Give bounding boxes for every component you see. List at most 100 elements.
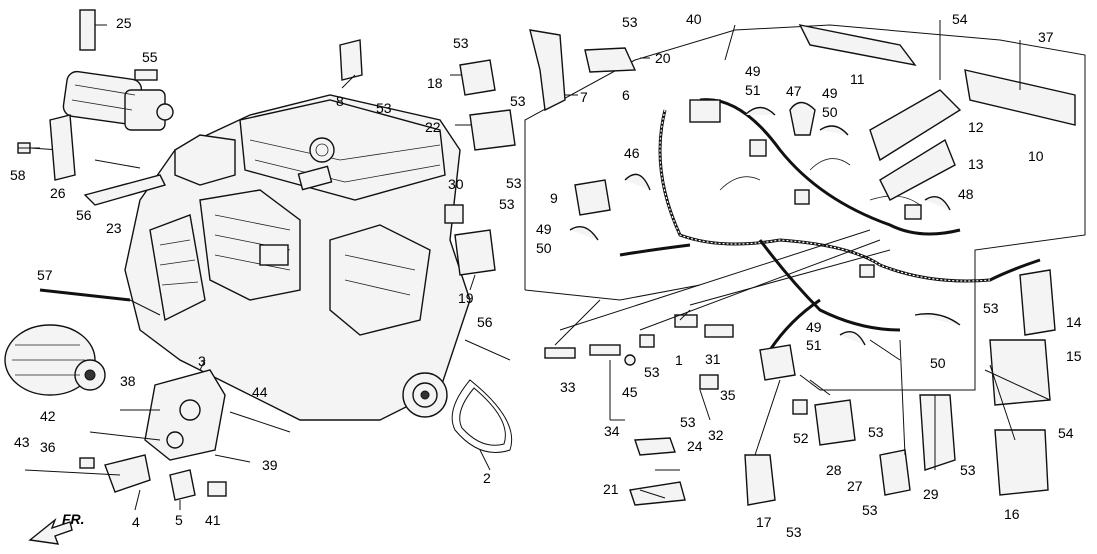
nut-41 xyxy=(207,481,227,497)
callout-51-lower: 51 xyxy=(806,337,822,353)
bracket-14 xyxy=(1019,269,1056,336)
callout-53-k: 53 xyxy=(786,524,802,540)
fuel-rail-11 xyxy=(798,24,917,67)
clamp-46 xyxy=(624,173,651,191)
bracket-26 xyxy=(49,114,76,181)
leader-lines xyxy=(18,20,1051,511)
clamp-49-51-top xyxy=(744,106,776,116)
callout-44: 44 xyxy=(252,384,268,400)
callout-26: 26 xyxy=(50,185,66,201)
callout-53-d: 53 xyxy=(510,93,526,109)
cover-20 xyxy=(584,47,637,73)
engine-mount-bracket xyxy=(104,369,226,501)
engine-block xyxy=(124,94,471,421)
callout-50-left: 50 xyxy=(536,240,552,256)
cover-12 xyxy=(869,89,962,162)
sensor-34 xyxy=(589,344,621,356)
callout-57: 57 xyxy=(37,267,53,283)
callout-17: 17 xyxy=(756,514,772,530)
callout-54-a: 54 xyxy=(952,11,968,27)
bolt-43 xyxy=(24,469,121,476)
fuel-rail-10 xyxy=(964,69,1076,126)
bolt-55 xyxy=(134,69,158,81)
drive-belt xyxy=(451,379,513,453)
callout-45: 45 xyxy=(622,384,638,400)
alternator xyxy=(4,324,106,396)
bracket-29 xyxy=(919,394,956,471)
callout-7: 7 xyxy=(580,89,588,105)
callout-9: 9 xyxy=(550,190,558,206)
callout-53-b: 53 xyxy=(453,35,469,51)
clamp-24 xyxy=(634,437,676,456)
callout-24: 24 xyxy=(687,438,703,454)
callout-21: 21 xyxy=(603,481,619,497)
callout-31: 31 xyxy=(705,351,721,367)
nut-52 xyxy=(792,399,808,415)
sensor-9 xyxy=(574,179,611,216)
callout-56-b: 56 xyxy=(477,314,493,330)
callout-20: 20 xyxy=(655,50,671,66)
clamp-49-50-left xyxy=(569,226,599,241)
callout-50-right: 50 xyxy=(822,104,838,120)
callout-33: 33 xyxy=(560,379,576,395)
callout-14: 14 xyxy=(1066,314,1082,330)
callout-23: 23 xyxy=(106,220,122,236)
callout-1: 1 xyxy=(675,352,683,368)
bracket-27 xyxy=(879,449,911,496)
callout-13: 13 xyxy=(968,156,984,172)
front-label: FR. xyxy=(62,511,85,527)
callout-50-lower: 50 xyxy=(930,355,946,371)
callout-37: 37 xyxy=(1038,29,1054,45)
bolt-57 xyxy=(39,288,131,302)
callout-11: 11 xyxy=(850,71,865,87)
bracket-22 xyxy=(469,109,516,151)
callout-49-lower: 49 xyxy=(806,319,822,335)
callout-51-top: 51 xyxy=(745,82,761,98)
clamp-18 xyxy=(459,59,496,96)
callout-12: 12 xyxy=(968,119,984,135)
callout-labels: 1 2 3 4 5 6 7 8 9 10 11 12 13 14 15 16 1… xyxy=(10,11,1082,540)
callout-43: 43 xyxy=(14,434,30,450)
callout-54-b: 54 xyxy=(1058,425,1074,441)
callout-4: 4 xyxy=(132,514,140,530)
clamp-49-50-top xyxy=(819,125,849,136)
callout-34: 34 xyxy=(604,423,620,439)
callout-53-g: 53 xyxy=(644,364,660,380)
callout-56-a: 56 xyxy=(76,207,92,223)
callout-35: 35 xyxy=(720,387,736,403)
sensor-31 xyxy=(704,324,734,338)
callout-42: 42 xyxy=(40,408,56,424)
cover-13 xyxy=(879,138,956,201)
callout-8: 8 xyxy=(336,93,344,109)
callout-53-j: 53 xyxy=(960,462,976,478)
callout-22: 22 xyxy=(425,119,441,135)
clamp-49-51-lower xyxy=(839,331,866,346)
callout-53-m: 53 xyxy=(983,300,999,316)
bracket-15 xyxy=(989,339,1051,406)
callout-28: 28 xyxy=(826,462,842,478)
callout-6: 6 xyxy=(622,87,630,103)
connector-cluster xyxy=(759,344,796,381)
front-arrow-icon xyxy=(28,517,73,545)
bolt-53-a xyxy=(639,334,655,348)
callout-41: 41 xyxy=(205,512,221,528)
bracket-23 xyxy=(83,174,167,206)
callout-49-right: 49 xyxy=(822,85,838,101)
callout-5: 5 xyxy=(175,512,183,528)
callout-48: 48 xyxy=(958,186,974,202)
callout-49-left: 49 xyxy=(536,221,552,237)
callout-53-i: 53 xyxy=(868,424,884,440)
callout-52: 52 xyxy=(793,430,809,446)
bracket-7 xyxy=(529,29,566,112)
clamp-50-lower xyxy=(914,313,961,326)
callout-53-e: 53 xyxy=(506,175,522,191)
callout-53-f: 53 xyxy=(499,196,515,212)
bolt-44 xyxy=(229,411,291,433)
wire-harness xyxy=(619,98,1041,351)
harness-region-outline-lower xyxy=(524,284,701,301)
callout-25: 25 xyxy=(116,15,132,31)
callout-38: 38 xyxy=(120,373,136,389)
bolt-56-lower xyxy=(464,339,511,361)
clamp-48 xyxy=(924,196,951,211)
